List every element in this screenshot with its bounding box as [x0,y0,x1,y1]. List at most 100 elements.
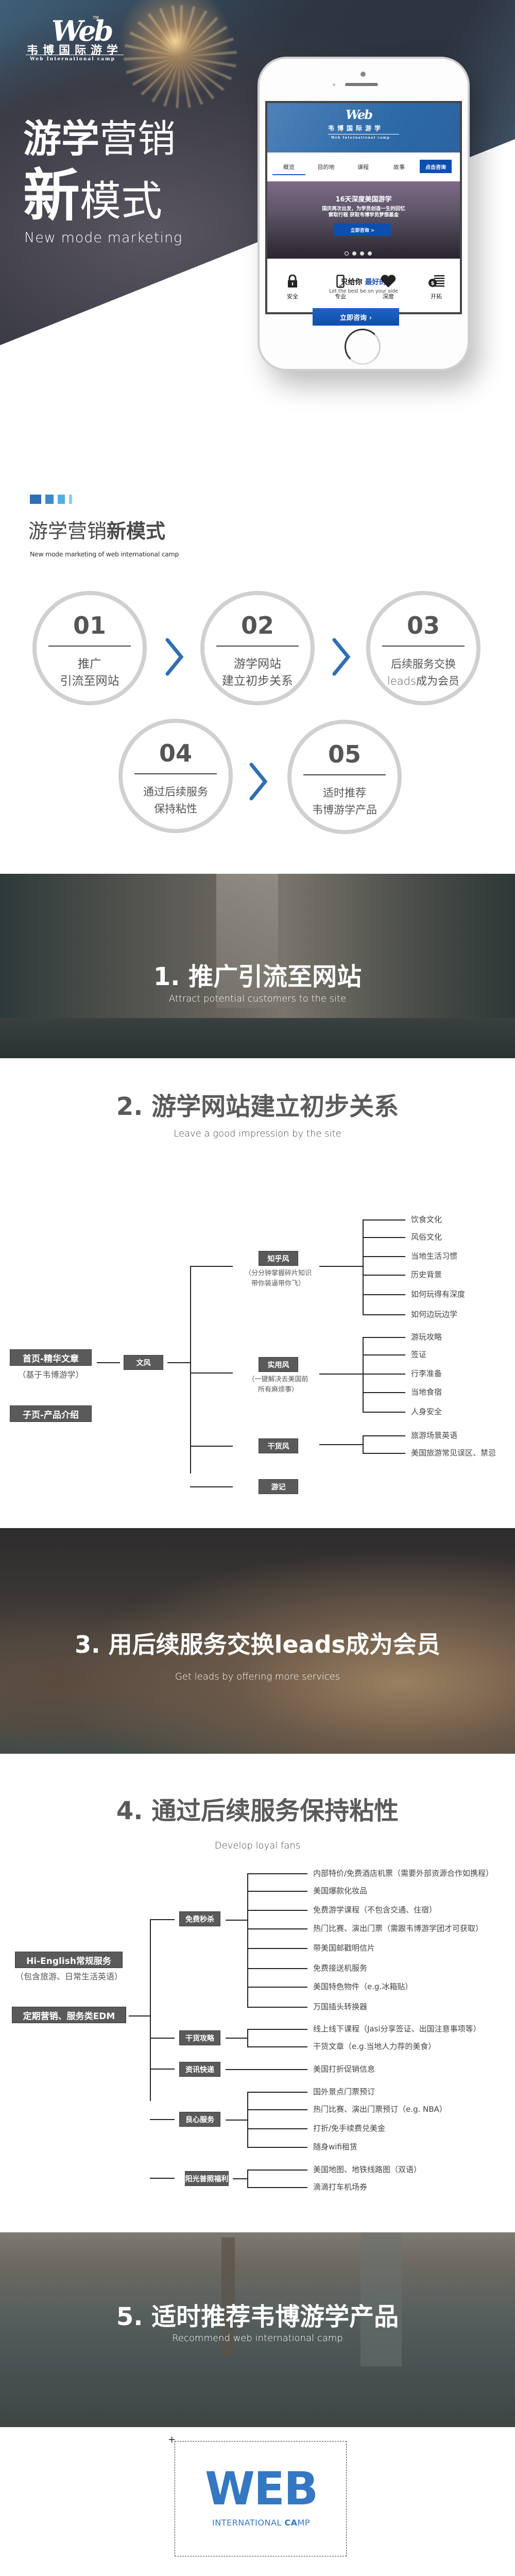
nav-destination[interactable]: 目的地 [317,164,335,171]
tree-branch-flash-sale: 免费秒杀 [179,1911,220,1926]
tree-root-homepage: 首页-精华文章 [10,1349,92,1366]
tree-node-style: 文风 [124,1355,163,1370]
tree-leaf: 美国打折促销信息 [313,2064,375,2074]
tree-leaf: 热门比赛、演出门票（需跟韦博游学团才可获取） [313,1924,484,1933]
carousel-text: 国庆再次出发，为学员创造一生的回忆索取行程 获取韦博学员梦想基金 [322,206,405,218]
section4-title: 4. 通过后续服务保持粘性 [116,1797,399,1825]
section1-title: 1. 推广引流至网站 [153,962,362,991]
tree-leaf: 热门比赛、演出门票预订（e.g. NBA） [313,2105,447,2114]
tree-leaf: 当地生活习惯 [411,1251,458,1261]
tree-leaf: 美国旅游常见误区、禁忌 [411,1448,496,1458]
tree-leaf: 干货文章（e.g.当地人力荐的美食） [313,2042,436,2051]
phone-screen: Web 韦博国际游学 Web International camp 概览 目的地… [265,101,462,314]
nav-stories[interactable]: 故事 [393,164,405,171]
feature-safety: 安全 [277,274,308,300]
carousel-consult-button[interactable]: 立即咨询 > [334,224,391,236]
site-logo-en: Web International camp [331,136,390,140]
tree-leaf: 国外景点门票预订 [313,2087,375,2096]
tree-leaf: 美国地图、地铁线路图（双语） [313,2165,422,2174]
hero-subtitle: New mode marketing [24,230,183,246]
tree-branch-travelogue: 游记 [259,1479,298,1494]
tree-root-subpage: 子页-产品介绍 [10,1405,92,1422]
tree-branch-practical-note: （一键解决去美国前所有麻烦事） [248,1376,308,1394]
feature-explore: $ 开拓 [421,275,452,300]
tree-leaf: 免费游学课程（不包含交通、住宿） [313,1905,437,1914]
tree-leaf: 历史背景 [411,1270,442,1279]
tree-leaf: 签证 [411,1350,427,1359]
carousel-dots [345,251,372,256]
section3-title: 3. 用后续服务交换leads成为会员 [75,1631,440,1658]
tree-leaf: 线上线下课程（Jasi分享签证、出国注意事项等） [313,2024,481,2033]
hero-logo-mark: Web [52,14,113,47]
tree-branch-news: 资讯快递 [179,2062,220,2077]
tree-leaf: 人身安全 [411,1407,442,1416]
section5-banner: 5. 适时推荐韦博游学产品 Recommend web internationa… [0,2232,515,2427]
tree-root-hienglish: Hi-English常规服务 [15,1952,123,1968]
sensor [333,83,335,86]
site-nav: 概览 目的地 课程 故事 点击咨询 [267,152,460,181]
chevron-right-icon [165,638,184,676]
tree-leaf: 风俗文化 [411,1232,442,1242]
lock-icon [277,274,308,288]
step-circle-04: 04 通过后续服务保持粘性 [118,719,233,833]
footer-logo-frame: WEB INTERNATIONAL CAMP [175,2441,347,2556]
section2-subtitle: Leave a good impression by the site [174,1128,341,1139]
step-circle-02: 02 游学网站建立初步关系 [200,591,315,705]
tree-leaf: 美国特色物件（e.g.冰箱贴） [313,1982,413,1991]
tree-branch-dry: 干货风 [259,1438,298,1453]
feature-depth: 深度 [373,275,404,300]
tree-leaf: 免费接送机服务 [313,1963,368,1973]
consult-button[interactable]: 点击咨询 [420,160,452,173]
home-button[interactable] [345,329,381,365]
site-logo-cn: 韦博国际游学 [328,125,384,132]
hero-carousel[interactable]: 16天深度美国游学 国庆再次出发，为学员创造一生的回忆索取行程 获取韦博学员梦想… [267,181,460,259]
section5-title: 5. 适时推荐韦博游学产品 [116,2302,399,2331]
tree-leaf: 万国插头转换器 [313,2002,368,2011]
tree-branch-guides: 干货攻略 [179,2030,220,2045]
site-header: Web 韦博国际游学 Web International camp [267,103,460,152]
tree-leaf: 如何边玩边学 [411,1310,458,1319]
chevron-right-icon [249,762,268,801]
carousel-dot-1[interactable] [345,251,349,256]
hero-logo-en: Web International camp [30,57,115,62]
tree-branch-service: 良心服务 [179,2112,220,2127]
hero-title-line1: 游学营销 [23,117,176,161]
site-logo-mark[interactable]: Web [346,107,373,122]
tree-leaf: 美国爆款化妆品 [313,1886,368,1895]
heart-icon [373,275,404,288]
phone-icon [325,275,356,288]
sparkler-glow [124,5,237,108]
section2-title: 2. 游学网站建立初步关系 [116,1092,399,1121]
intro-title: 游学营销新模式 [28,520,166,543]
chevron-right-icon [332,638,351,676]
accent-bars [30,495,72,504]
nav-courses[interactable]: 课程 [357,164,369,171]
footer-logo-subtitle: INTERNATIONAL CAMP [212,2518,310,2528]
carousel-dot-2[interactable] [352,251,356,256]
tree-branch-zhihu-note: （分分钟掌握碎片知识带你装逼带你飞） [244,1269,312,1287]
section1-banner: 1. 推广引流至网站 Attract potential customers t… [0,874,515,1058]
carousel-dot-4[interactable] [368,251,372,256]
feature-professional: 专业 [325,275,356,300]
section4-subtitle: Develop loyal fans [214,1840,301,1851]
hero-section: Web TM 韦博国际游学 Web International camp 游学营… [0,0,515,464]
best-subtitle: Let the best be on your side [329,289,398,294]
tree-branch-zhihu: 知乎风 [259,1251,298,1266]
consult-now-button[interactable]: 立即咨询 › [313,308,399,326]
step-circle-05: 05 适时推荐韦博游学产品 [287,720,402,834]
tree-root-homepage-note: （基于韦博游学） [18,1370,84,1380]
hero-title-line2: 新模式 [23,163,162,229]
tree-leaf: 如何玩得有深度 [411,1290,466,1299]
hero-logo-cn: 韦博国际游学 [27,44,123,57]
section1-subtitle: Attract potential customers to the site [168,993,347,1004]
trademark-mark: TM [93,15,99,20]
carousel-dot-3[interactable] [360,251,364,256]
nav-overview[interactable]: 概览 [272,163,305,175]
earpiece-speaker [345,83,378,86]
best-title: 只给你 最好的 [340,278,387,286]
footer-logo: WEB [204,2462,318,2515]
tree-leaf: 饮食文化 [411,1215,442,1224]
tree-leaf: 打折/免手续费兑美金 [313,2124,386,2133]
phone-mockup: Web 韦博国际游学 Web International camp 概览 目的地… [258,57,470,371]
